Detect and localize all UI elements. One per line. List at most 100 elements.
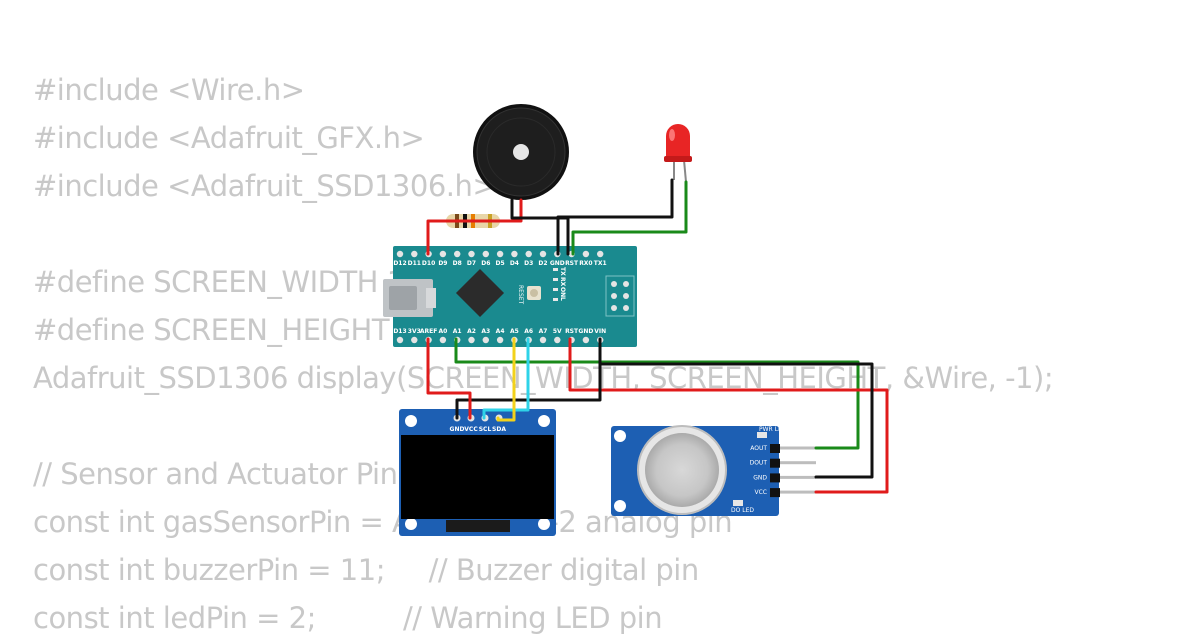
arduino-pin-gnd[interactable]: GND	[578, 328, 593, 344]
wire-oled-scl	[482, 337, 530, 420]
buzzer-icon[interactable]	[473, 104, 569, 200]
arduino-pin-label: A4	[496, 328, 505, 335]
arduino-pin-label: VIN	[594, 328, 606, 335]
arduino-pin-label: D7	[467, 260, 476, 267]
arduino-pin-d2[interactable]: D2	[538, 250, 548, 267]
arduino-pin-label: A3	[481, 328, 490, 335]
arduino-pin-label: D6	[481, 260, 490, 267]
status-led	[553, 278, 558, 281]
wire-gnd-black	[598, 337, 874, 479]
arduino-pin-d6[interactable]: D6	[481, 250, 490, 267]
arduino-pin-label: D8	[453, 260, 462, 267]
arduino-pin-a7[interactable]: A7	[539, 328, 548, 344]
status-led-label: TX	[559, 267, 566, 276]
arduino-pin-d7[interactable]: D7	[467, 250, 476, 267]
oled-pin-label: SCL	[479, 426, 492, 433]
arduino-pin-label: D3	[524, 260, 533, 267]
arduino-pin-label: RST	[565, 260, 579, 267]
microcontroller-chip	[455, 268, 505, 318]
gas-sensor-pins: AOUT DOUT GND VCC	[750, 444, 816, 498]
wire-5v-red	[568, 337, 889, 494]
arduino-pin-label: A2	[467, 328, 476, 335]
gas-sensor-pin-label: VCC	[755, 489, 767, 496]
arduino-pin-d5[interactable]: D5	[496, 250, 505, 267]
wire-led-green	[571, 180, 688, 256]
arduino-pin-5v[interactable]: 5V	[553, 328, 562, 344]
status-led	[553, 298, 558, 301]
arduino-pin-d11[interactable]: D11	[408, 250, 421, 267]
arduino-pin-d8[interactable]: D8	[453, 250, 462, 267]
wire-oled-vcc	[426, 337, 472, 420]
arduino-pin-label: AREF	[420, 328, 437, 335]
arduino-pin-label: D10	[422, 260, 435, 267]
arduino-pin-label: A1	[453, 328, 462, 335]
code-line: #include <Wire.h>	[33, 73, 305, 107]
pwr-led-label: PWR LED	[759, 426, 787, 433]
arduino-pin-label: 5V	[553, 328, 562, 335]
wire-oled-sda	[496, 337, 516, 422]
arduino-pin-label: RST	[565, 328, 579, 335]
arduino-pin-rx0[interactable]: RX0	[579, 250, 593, 267]
wire-led-black	[556, 178, 674, 256]
arduino-pin-label: A5	[510, 328, 519, 335]
oled-screen	[401, 435, 554, 519]
status-led-label: ON	[559, 287, 566, 297]
arduino-pin-d3[interactable]: D3	[524, 250, 533, 267]
arduino-pin-a4[interactable]: A4	[496, 328, 505, 344]
status-led	[553, 268, 558, 271]
arduino-pin-a0[interactable]: A0	[438, 328, 447, 344]
arduino-pin-label: D11	[408, 260, 421, 267]
gas-sensor-pin-aout[interactable]: AOUT	[750, 444, 816, 453]
arduino-pin-d4[interactable]: D4	[510, 250, 519, 267]
gas-sensor-pin-vcc[interactable]: VCC	[755, 488, 816, 498]
code-listing: #include <Wire.h> #include <Adafruit_GFX.…	[33, 66, 1054, 642]
arduino-pin-label: A6	[524, 328, 533, 335]
arduino-pin-label: RX0	[579, 260, 592, 267]
wire-a0-green	[454, 337, 860, 450]
oled-pin-label: SDA	[492, 426, 506, 433]
arduino-pin-tx1[interactable]: TX1	[594, 250, 607, 267]
code-line: const int buzzerPin = 11; // Buzzer digi…	[33, 553, 699, 587]
gas-sensor-pin-label: GND	[753, 474, 767, 481]
arduino-pin-d13[interactable]: D13	[393, 328, 407, 344]
arduino-pin-label: D4	[510, 260, 519, 267]
gas-sensor-pin-dout[interactable]: DOUT	[750, 458, 816, 468]
wire-buzzer-black	[510, 198, 570, 256]
wire-buzzer-red	[426, 198, 523, 256]
led-icon[interactable]	[664, 124, 692, 183]
status-led	[553, 288, 558, 291]
icsp-header	[605, 275, 635, 317]
arduino-pin-label: D2	[538, 260, 547, 267]
wires	[426, 178, 889, 494]
arduino-pin-label: D13	[393, 328, 406, 335]
oled-pin-label: VCC	[464, 426, 478, 433]
arduino-pin-label: GND	[550, 260, 565, 267]
code-line: #include <Adafruit_SSD1306.h>	[33, 169, 497, 203]
gas-sensor-pin-gnd[interactable]: GND	[753, 473, 816, 483]
arduino-pin-label: 3V3	[408, 328, 421, 335]
code-line: const int ledPin = 2; // Warning LED pin	[33, 601, 663, 635]
oled-pin-label: GND	[450, 426, 465, 433]
arduino-pin-a2[interactable]: A2	[467, 328, 476, 344]
arduino-pin-label: D5	[496, 260, 505, 267]
arduino-pin-d12[interactable]: D12	[393, 250, 407, 267]
arduino-board	[393, 246, 637, 347]
code-line: #include <Adafruit_GFX.h>	[33, 121, 425, 155]
arduino-pin-label: D12	[393, 260, 406, 267]
arduino-pin-3v3[interactable]: 3V3	[408, 328, 421, 344]
arduino-pin-label: GND	[578, 328, 593, 335]
arduino-pin-d9[interactable]: D9	[438, 250, 447, 267]
arduino-pin-label: A0	[438, 328, 447, 335]
arduino-pin-label: D9	[438, 260, 447, 267]
arduino-pin-label: TX1	[594, 260, 607, 267]
arduino-pin-a3[interactable]: A3	[481, 328, 490, 344]
arduino-pin-label: A7	[539, 328, 548, 335]
led-body	[666, 124, 690, 160]
status-led-label: RX	[559, 277, 566, 287]
gas-sensor-pin-label: AOUT	[750, 445, 767, 452]
